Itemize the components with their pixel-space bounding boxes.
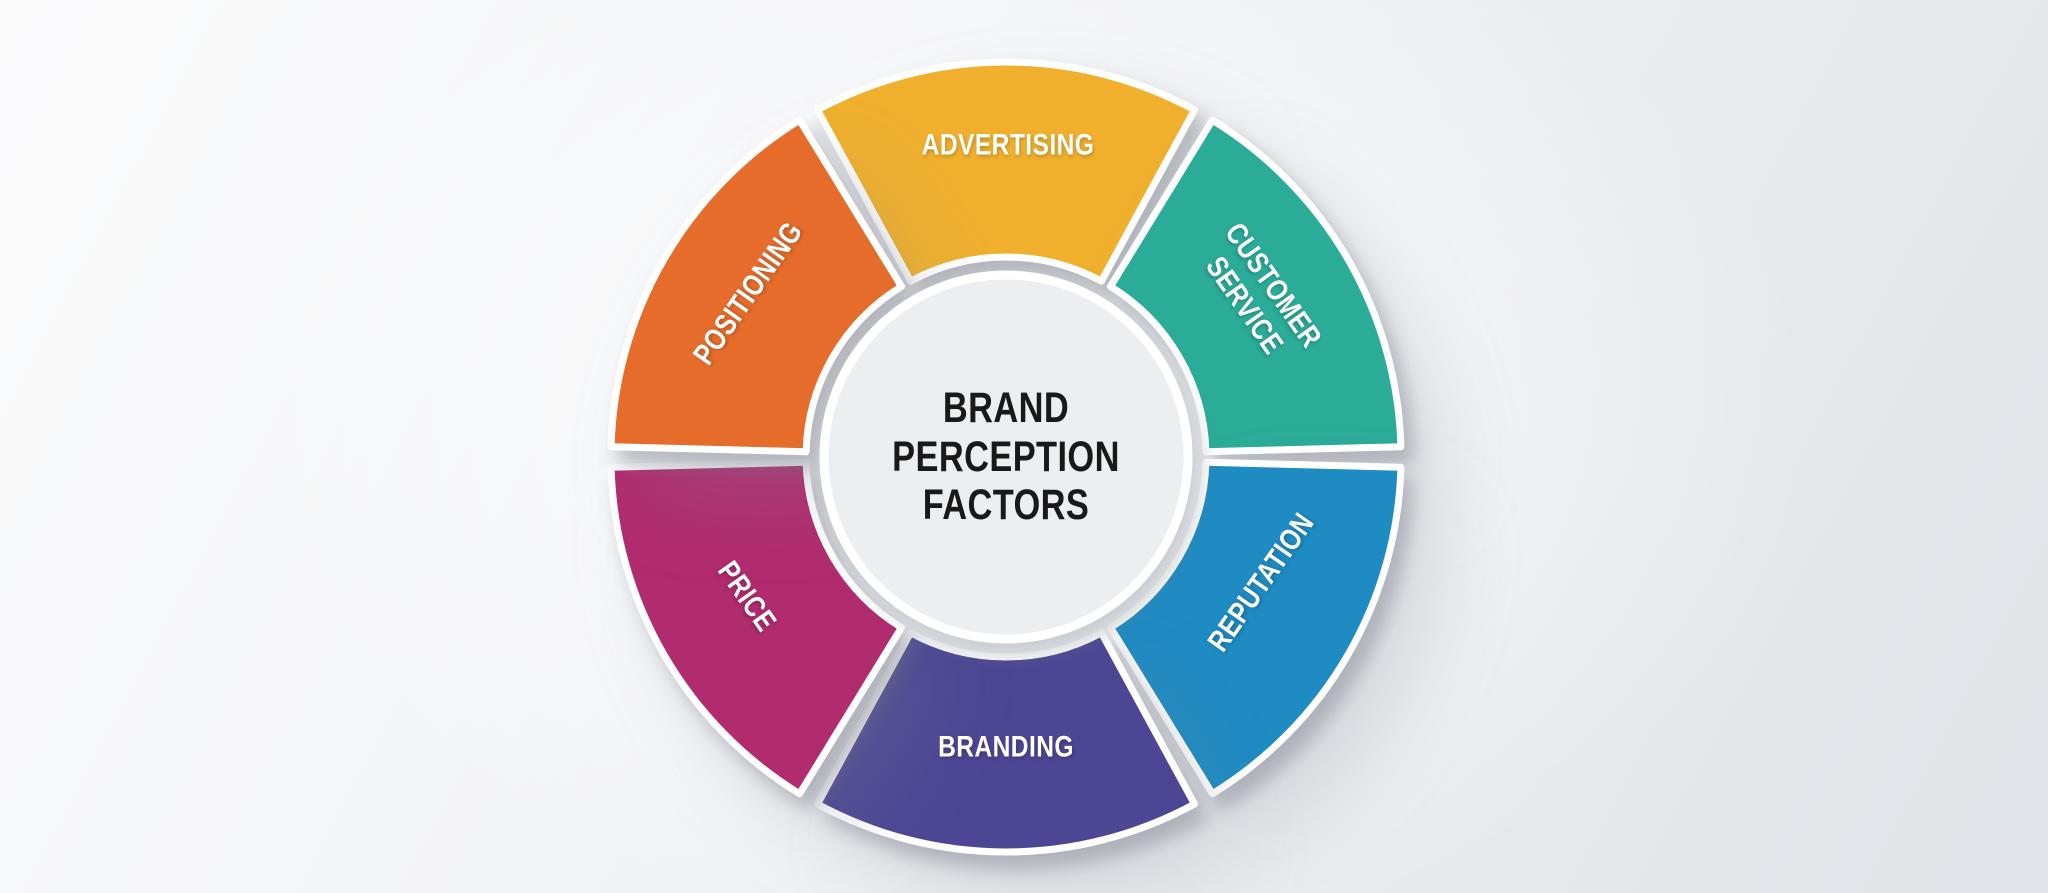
segment-label-text: ADVERTISING: [921, 128, 1095, 162]
segment-branding: [814, 629, 1198, 856]
center-circle: [819, 270, 1193, 644]
segment-advertising: [814, 58, 1198, 285]
wheel-title-line: FACTORS: [922, 481, 1090, 530]
segment-label-branding: BRANDING: [938, 731, 1074, 766]
segment-label-advertising: ADVERTISING: [922, 129, 1095, 164]
wheel-title: BRAND PERCEPTION FACTORS: [892, 384, 1120, 530]
wheel-title-line: PERCEPTION: [892, 432, 1120, 481]
wheel-title-line: BRAND: [942, 384, 1070, 433]
segment-price: [607, 458, 905, 798]
segment-positioning: [607, 116, 905, 456]
segment-customer-service: [1107, 116, 1405, 456]
segment-label-text: BRANDING: [938, 730, 1074, 764]
segment-reputation: [1107, 458, 1405, 798]
